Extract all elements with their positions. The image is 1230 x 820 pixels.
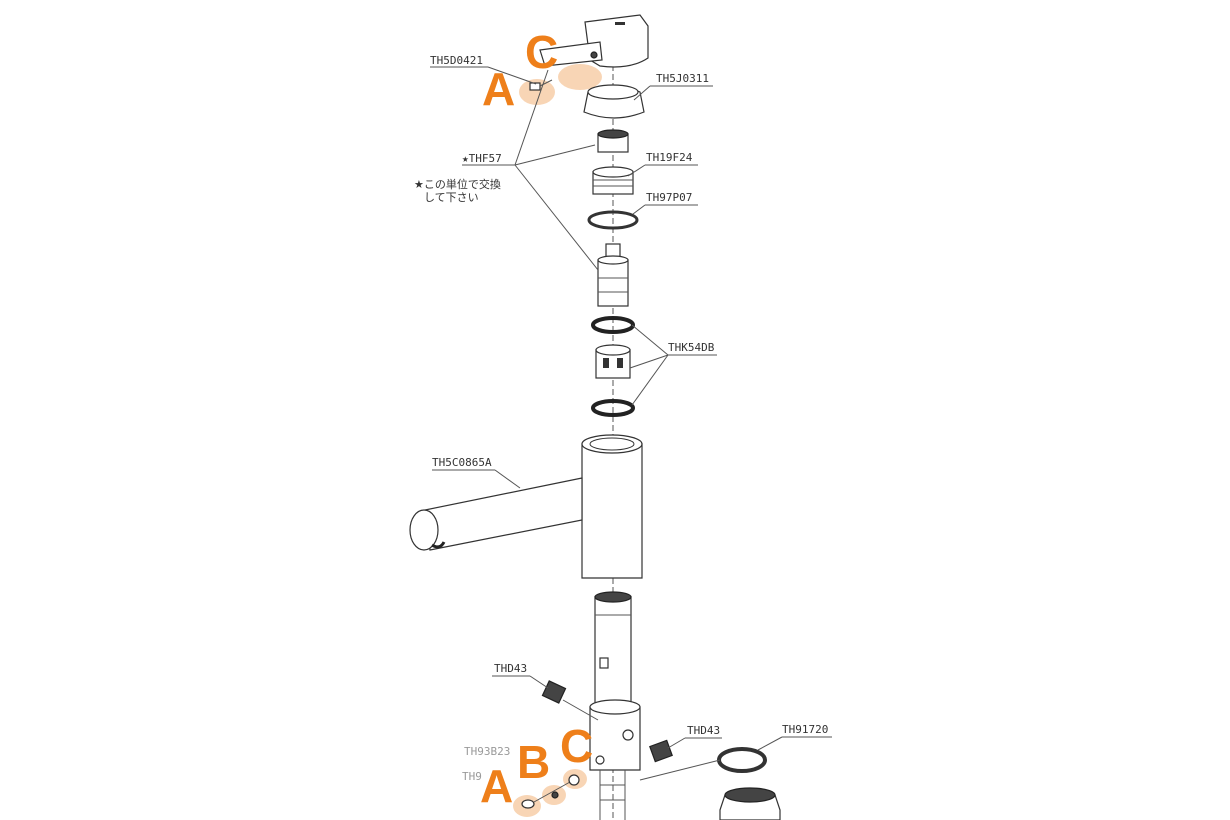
label-spout: TH5C0865A: [432, 456, 492, 469]
spout-body-part: [409, 434, 643, 579]
label-plug-right: THD43: [687, 724, 720, 737]
bottom-fitting-part: [719, 787, 781, 820]
note-line-2: して下さい: [424, 191, 479, 204]
marker-top-c: C: [525, 26, 558, 78]
label-cap: TH5J0311: [656, 72, 709, 85]
highlight-blobs: [513, 64, 602, 817]
label-gasket-set: THK54DB: [668, 341, 715, 354]
label-small-part-1: TH93B23: [464, 745, 510, 758]
nut-part: [592, 166, 634, 195]
marker-bottom-c: C: [560, 720, 593, 772]
cartridge-top-part: [597, 129, 629, 153]
ring-part: [587, 210, 639, 230]
washer-part: [717, 747, 767, 773]
leader-lines: [430, 66, 832, 781]
small-parts-bottom: [521, 774, 580, 809]
note-line-1: ★この単位で交換: [414, 177, 501, 191]
cap-part: [583, 84, 645, 119]
cartridge-part: [597, 243, 629, 307]
label-washer: TH91720: [782, 723, 828, 736]
label-cartridge-unit: ★THF57: [462, 152, 502, 165]
label-ring: TH97P07: [646, 191, 692, 204]
label-plug-left: THD43: [494, 662, 527, 675]
lever-handle: [539, 14, 649, 68]
marker-top-a: A: [482, 63, 515, 115]
left-plug-part: [541, 680, 599, 721]
label-small-part-2: TH9: [462, 770, 482, 783]
gasket-set-part: [591, 316, 635, 417]
label-handle: TH5D0421: [430, 54, 483, 67]
handle-screw: [529, 79, 553, 91]
right-plug-part: [649, 739, 673, 763]
label-nut: TH19F24: [646, 151, 693, 164]
marker-bottom-a: A: [480, 760, 513, 812]
marker-bottom-b: B: [517, 736, 550, 788]
lower-body-part: [589, 591, 641, 820]
